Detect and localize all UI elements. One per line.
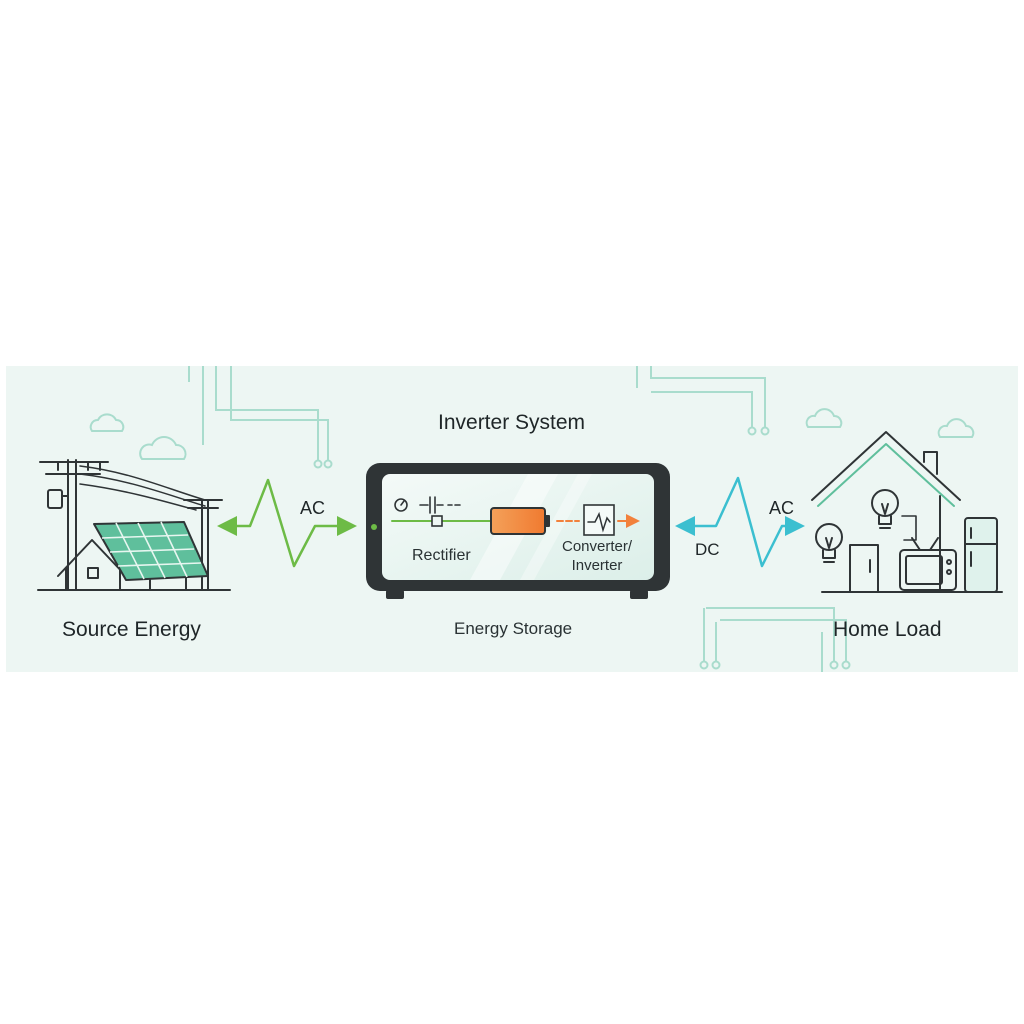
house-icon: [57, 539, 127, 591]
waveform-icon: [583, 504, 615, 536]
converter-label-line2: Inverter: [571, 557, 623, 574]
screen-contents: [391, 496, 640, 536]
rectifier-label: Rectifier: [412, 547, 471, 564]
capacitor-icon: [419, 496, 461, 514]
house-icon: [811, 431, 961, 593]
dc-label: DC: [695, 540, 720, 559]
circuit-nodes: [313, 426, 851, 670]
tv-icon: [899, 537, 957, 591]
refrigerator-icon: [964, 517, 998, 593]
circuit-traces: [188, 366, 847, 672]
utility-pole-icon: [39, 459, 109, 591]
gauge-icon: [394, 498, 408, 512]
home-load-illustration: [811, 431, 1003, 593]
home-load-label: Home Load: [833, 618, 942, 641]
solar-panel-icon: [93, 521, 209, 590]
converter-label-line1: Converter/: [562, 538, 633, 555]
ac-wave-left: [217, 478, 357, 568]
light-bulb-icon: [815, 523, 843, 563]
ac-label-left: AC: [300, 498, 326, 518]
dc-ac-wave-right: [675, 476, 805, 568]
light-bulb-icon: [871, 489, 899, 529]
source-energy-illustration: [37, 459, 231, 591]
cloud-icon: [89, 408, 975, 460]
ac-label-right: AC: [769, 498, 795, 518]
battery-icon: [490, 507, 550, 535]
inverter-system-title: Inverter System: [438, 411, 586, 434]
source-energy-label: Source Energy: [62, 618, 201, 641]
converter-inverter-label: Converter/ Inverter: [562, 537, 632, 575]
energy-storage-label: Energy Storage: [454, 619, 573, 638]
